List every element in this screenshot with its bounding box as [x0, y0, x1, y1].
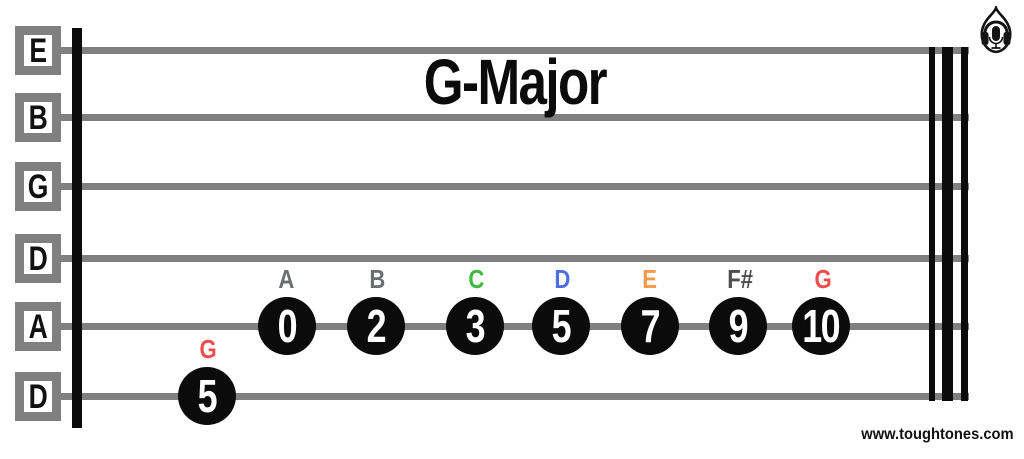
fret-circle: 9 — [709, 297, 767, 355]
fret-number: 2 — [366, 300, 387, 352]
string-label: G — [28, 167, 49, 206]
string-line-d — [60, 255, 969, 262]
string-label-box-a: A — [15, 302, 61, 351]
note-letter: B — [369, 264, 385, 294]
string-label: D — [28, 377, 48, 416]
string-line-b — [60, 114, 969, 121]
fret-number: 0 — [277, 300, 298, 352]
nut-bar — [72, 28, 82, 428]
string-label: A — [28, 307, 48, 346]
end-barline-thin-1 — [929, 47, 935, 401]
note-letter: D — [554, 264, 570, 294]
string-line-g — [60, 183, 969, 190]
fret-number: 5 — [197, 370, 218, 422]
fret-circle: 2 — [347, 297, 405, 355]
string-label-box-g: G — [15, 162, 61, 211]
fret-number: 10 — [802, 300, 841, 352]
fret-circle: 10 — [792, 297, 850, 355]
note-letter: C — [468, 264, 484, 294]
fret-circle: 7 — [621, 297, 679, 355]
fret-circle: 5 — [178, 367, 236, 425]
fret-number: 5 — [551, 300, 572, 352]
string-line-d-low — [60, 393, 969, 400]
note-letter: G — [814, 264, 832, 294]
note-letter: G — [199, 334, 217, 364]
fret-number: 9 — [728, 300, 749, 352]
string-line-a — [60, 323, 969, 330]
headphones-mic-logo — [974, 3, 1018, 61]
string-label: E — [29, 31, 48, 70]
string-label: B — [28, 98, 48, 137]
string-label-box-e: E — [15, 26, 61, 75]
fret-circle: 3 — [446, 297, 504, 355]
string-label-box-d-low: D — [15, 372, 61, 421]
fret-number: 3 — [465, 300, 486, 352]
end-barline-thin-2 — [961, 47, 968, 401]
website-url: www.toughtones.com — [861, 426, 1014, 443]
string-label-box-b: B — [15, 93, 61, 142]
note-letter: A — [278, 264, 294, 294]
string-label-box-d: D — [15, 234, 61, 283]
string-label: D — [28, 239, 48, 278]
scale-title: G-Major — [423, 46, 607, 118]
end-barline-thick — [942, 47, 953, 401]
fret-circle: 0 — [258, 297, 316, 355]
note-letter: F# — [727, 264, 753, 294]
string-line-e — [60, 47, 969, 54]
note-letter: E — [642, 264, 658, 294]
fret-number: 7 — [640, 300, 661, 352]
fret-circle: 5 — [532, 297, 590, 355]
